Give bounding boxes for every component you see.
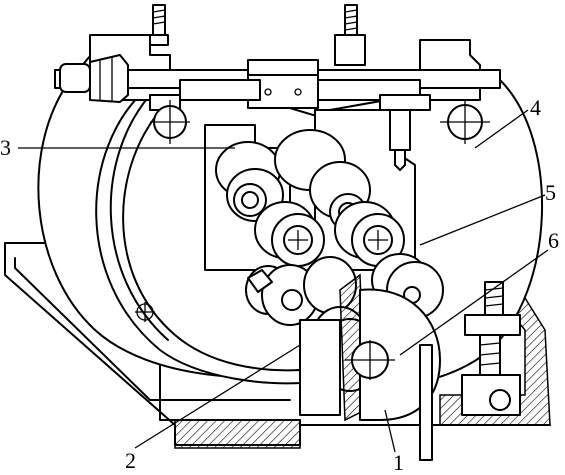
leader-lines [18,109,549,453]
label-2: 2 [125,448,136,473]
centre-mark [135,302,155,322]
adjusting-screw-left [149,4,169,46]
middle-roll-left [254,201,325,267]
support-jack [461,281,521,416]
top-crossbar [54,34,501,111]
label-5: 5 [545,180,556,205]
middle-roll-right [334,201,405,267]
label-1: 1 [393,450,404,475]
label-6: 6 [548,228,559,253]
vertical-post [419,344,433,461]
bottom-roll-assembly [299,273,441,461]
adjusting-screw-right [334,4,366,66]
label-3: 3 [0,135,11,160]
upper-roll-left [215,141,284,222]
base-hatched-footing [174,419,301,449]
label-4: 4 [530,95,541,120]
